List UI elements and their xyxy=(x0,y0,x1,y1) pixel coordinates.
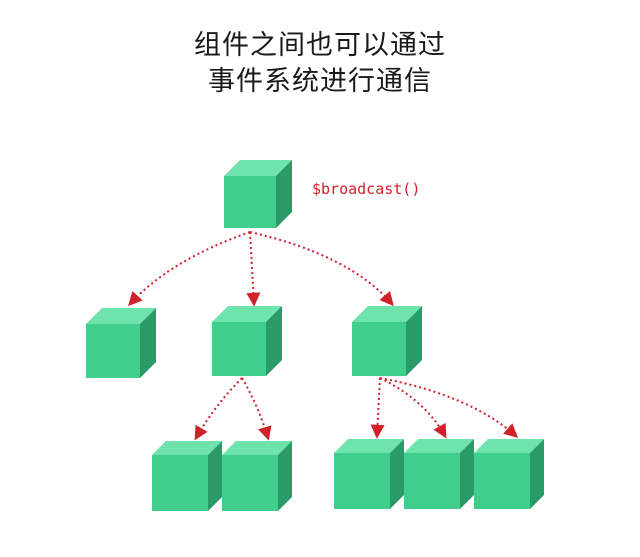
cube-grandchild-f-side xyxy=(390,439,404,509)
cube-root-front xyxy=(224,176,276,228)
cube-root-side xyxy=(276,160,292,228)
cube-root xyxy=(224,160,292,228)
cube-grandchild-d xyxy=(152,441,222,511)
arrows xyxy=(128,231,519,441)
arrow-c-to-h xyxy=(379,377,519,438)
title-line-1: 组件之间也可以通过 xyxy=(194,30,446,61)
cube-child-a-front xyxy=(86,324,140,378)
cube-grandchild-e-side xyxy=(278,441,292,511)
cube-grandchild-g-top xyxy=(404,439,474,453)
title-line-2: 事件系统进行通信 xyxy=(208,66,432,97)
cube-child-c-top xyxy=(352,306,422,322)
cube-child-c-front xyxy=(352,322,406,376)
cube-child-b-top xyxy=(212,306,282,322)
broadcast-label: $broadcast() xyxy=(312,180,420,198)
arrow-root-to-a xyxy=(128,231,251,307)
cube-grandchild-e-top xyxy=(222,441,292,455)
cube-grandchild-f-top xyxy=(334,439,404,453)
cube-grandchild-g xyxy=(404,439,474,509)
cube-grandchild-e xyxy=(222,441,292,511)
cube-grandchild-h-front xyxy=(474,453,530,509)
cube-grandchild-h-side xyxy=(530,439,544,509)
cube-root-top xyxy=(224,160,292,176)
cube-child-b-side xyxy=(266,306,282,376)
cube-child-a-top xyxy=(86,308,156,324)
cube-grandchild-d-side xyxy=(208,441,222,511)
cube-child-c-side xyxy=(406,306,422,376)
arrow-root-to-c xyxy=(249,231,394,307)
cube-child-b-front xyxy=(212,322,266,376)
arrow-b-to-d xyxy=(194,377,243,441)
cube-grandchild-f-front xyxy=(334,453,390,509)
cube-grandchild-d-top xyxy=(152,441,222,455)
cube-child-b xyxy=(212,306,282,376)
cube-grandchild-g-front xyxy=(404,453,460,509)
diagram-title: 组件之间也可以通过 事件系统进行通信 xyxy=(0,28,640,100)
cube-grandchild-h-top xyxy=(474,439,544,453)
cube-child-a-side xyxy=(140,308,156,378)
arrow-root-to-b xyxy=(246,231,261,307)
cube-child-a xyxy=(86,308,156,378)
arrow-c-to-f xyxy=(370,377,385,439)
cube-grandchild-f xyxy=(334,439,404,509)
cube-grandchild-g-side xyxy=(460,439,474,509)
cube-grandchild-e-front xyxy=(222,455,278,511)
cube-grandchild-h xyxy=(474,439,544,509)
arrow-c-to-g xyxy=(379,377,447,439)
cube-child-c xyxy=(352,306,422,376)
cube-grandchild-d-front xyxy=(152,455,208,511)
arrow-b-to-e xyxy=(241,377,272,441)
